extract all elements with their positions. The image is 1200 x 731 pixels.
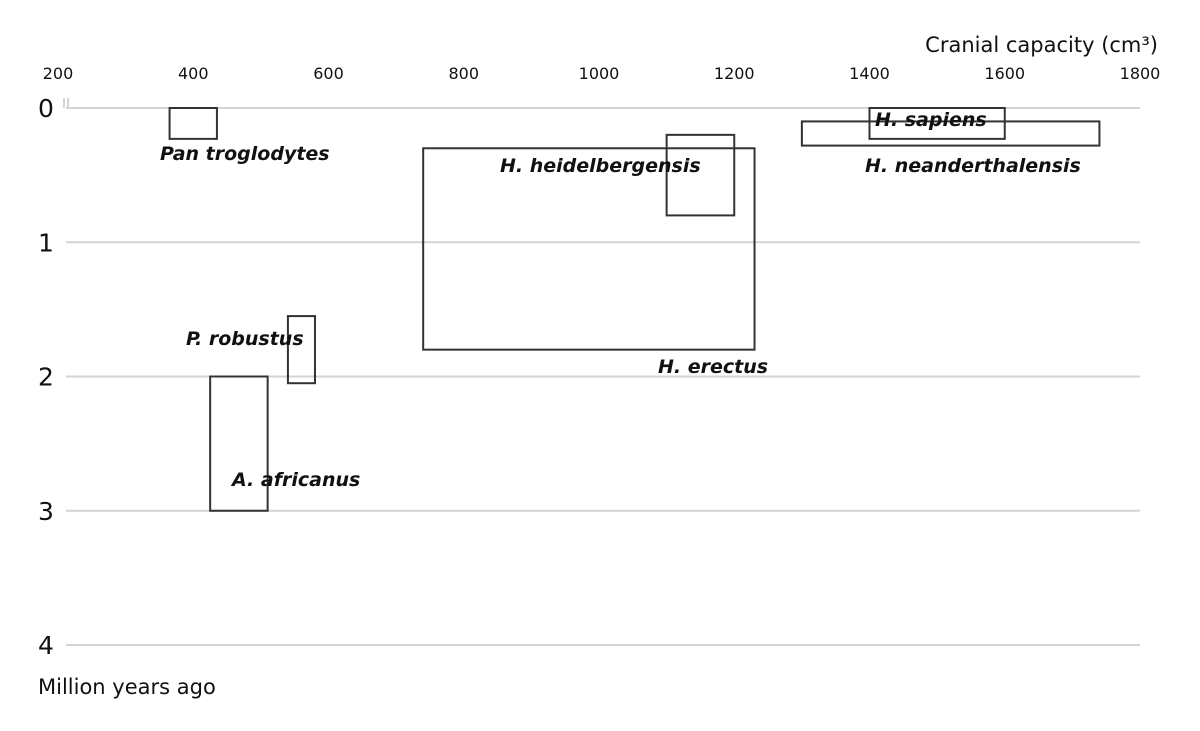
range-box-p-robustus	[286, 315, 316, 385]
range-box-h-erectus	[422, 147, 756, 351]
species-label-h-erectus: H. erectus	[658, 356, 768, 378]
species-boxes	[168, 107, 1101, 512]
species-label-h-sapiens: H. sapiens	[875, 109, 987, 131]
y-tick-label: 1	[38, 228, 54, 257]
x-axis-ticks: 200 400 600 800 1000 1200 1400 1600 1800	[43, 64, 1161, 83]
x-tick-label: 800	[448, 64, 479, 83]
gridlines	[63, 98, 1140, 646]
range-box-a-africanus	[209, 375, 269, 512]
species-label-a-africanus: A. africanus	[230, 469, 360, 491]
x-tick-label: 200	[43, 64, 74, 83]
species-label-h-heidelbergensis: H. heidelbergensis	[500, 155, 701, 177]
x-tick-label: 600	[313, 64, 344, 83]
x-axis-title: Cranial capacity (cm³)	[925, 33, 1158, 57]
y-tick-label: 2	[38, 363, 54, 392]
y-axis-title: Million years ago	[38, 675, 216, 699]
range-box-h-sapiens	[868, 107, 1006, 140]
range-box-h-neanderthalensis	[800, 120, 1101, 147]
y-tick-label: 3	[38, 497, 54, 526]
species-label-h-neanderthalensis: H. neanderthalensis	[865, 155, 1081, 177]
species-label-pan-troglodytes: Pan troglodytes	[160, 143, 330, 165]
x-tick-label: 400	[178, 64, 209, 83]
x-tick-label: 1600	[984, 64, 1025, 83]
x-tick-label: 1800	[1120, 64, 1161, 83]
y-tick-label: 4	[38, 631, 54, 660]
y-tick-label: 0	[38, 94, 54, 123]
x-tick-label: 1200	[714, 64, 755, 83]
x-tick-label: 1400	[849, 64, 890, 83]
species-label-p-robustus: P. robustus	[186, 328, 304, 350]
range-box-h-heidelbergensis	[665, 133, 736, 217]
range-box-pan-troglodytes	[168, 107, 218, 140]
species-labels: Pan troglodytes H. sapiens H. neanderthale…	[160, 109, 1081, 491]
x-tick-label: 1000	[579, 64, 620, 83]
y-axis-ticks: 0 1 2 3 4	[38, 94, 54, 660]
